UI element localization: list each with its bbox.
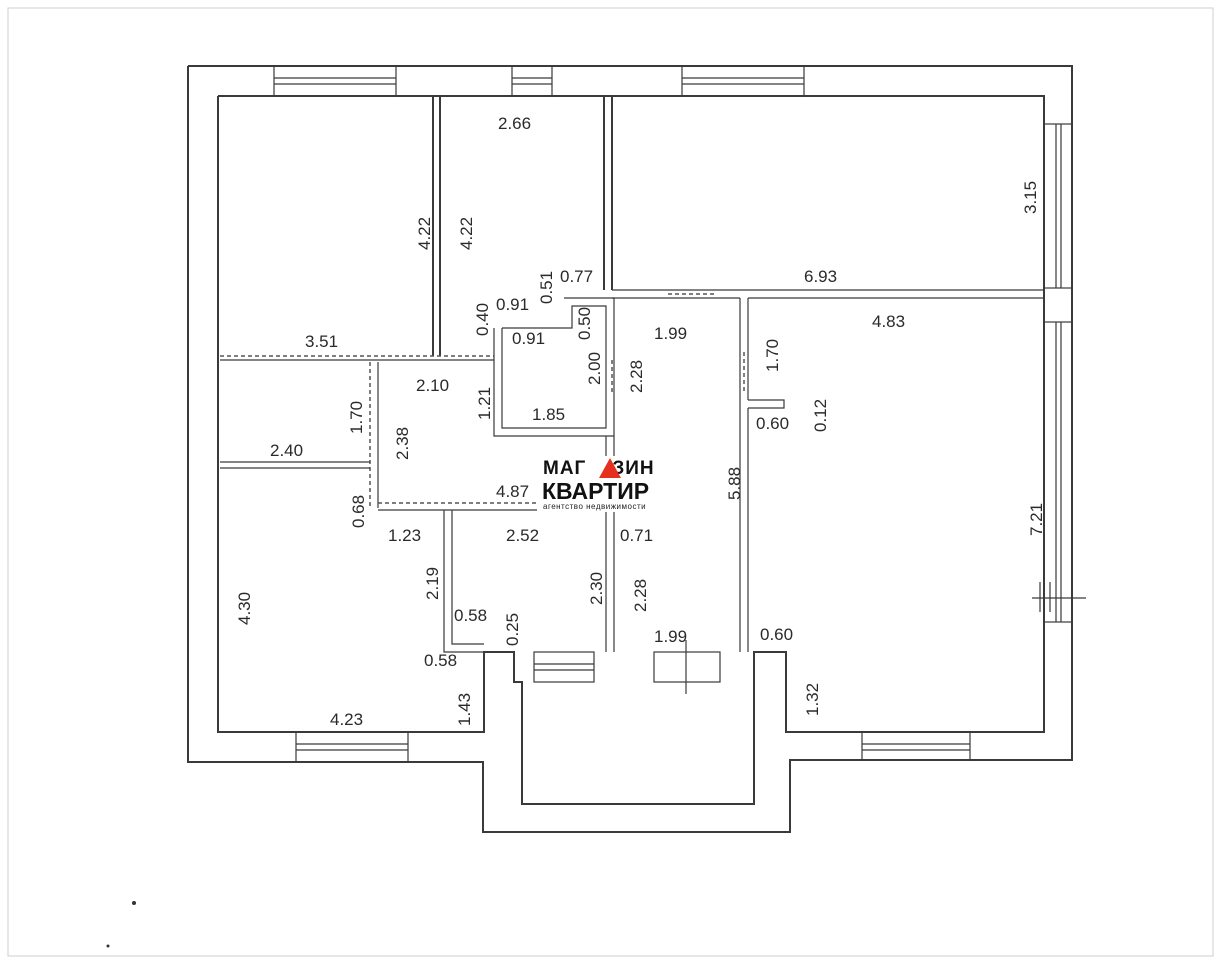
dim-label: 0.51 <box>537 271 556 304</box>
dim-label: 0.71 <box>620 526 653 545</box>
exterior-walls <box>187 65 1073 833</box>
interior-walls <box>220 96 1044 653</box>
dim-label: 0.60 <box>756 414 789 433</box>
dim-label: 1.23 <box>388 526 421 545</box>
dim-label: 3.51 <box>305 332 338 351</box>
dim-label: 1.43 <box>455 693 474 726</box>
dim-label: 0.91 <box>496 295 529 314</box>
dim-label: 2.28 <box>631 579 650 612</box>
dim-label: 3.15 <box>1021 181 1040 214</box>
dim-label: 2.10 <box>416 376 449 395</box>
dim-label: 2.52 <box>506 526 539 545</box>
dim-label: 4.83 <box>872 312 905 331</box>
dim-label: 0.50 <box>575 307 594 340</box>
dimension-labels: 2.66 4.22 4.22 3.15 0.51 0.77 6.93 0.91 … <box>235 114 1046 729</box>
dim-label: 4.22 <box>457 217 476 250</box>
dim-label: 0.77 <box>560 267 593 286</box>
dim-label: 4.87 <box>496 482 529 501</box>
dim-label: 4.22 <box>415 217 434 250</box>
dim-label: 0.60 <box>760 625 793 644</box>
dim-label: 2.38 <box>393 427 412 460</box>
dim-label: 1.21 <box>475 387 494 420</box>
dim-label: 1.32 <box>803 683 822 716</box>
dim-label: 2.30 <box>587 572 606 605</box>
dim-label: 1.99 <box>654 324 687 343</box>
dim-label: 0.91 <box>512 329 545 348</box>
dim-label: 7.21 <box>1027 503 1046 536</box>
logo-text-main: КВАРТИР <box>542 478 650 504</box>
dim-label: 0.58 <box>454 606 487 625</box>
dim-label: 1.70 <box>347 401 366 434</box>
dim-label: 2.28 <box>627 360 646 393</box>
triangle-icon <box>599 458 621 478</box>
dim-label: 0.25 <box>503 613 522 646</box>
dim-label: 1.70 <box>763 339 782 372</box>
dim-label: 4.30 <box>235 592 254 625</box>
dim-label: 0.12 <box>811 399 830 432</box>
dim-label: 2.00 <box>585 352 604 385</box>
logo-tagline: агентство недвижимости <box>543 502 647 511</box>
sheet-border <box>7 7 1214 957</box>
dim-label: 6.93 <box>804 267 837 286</box>
windows <box>273 65 1086 763</box>
dim-label: 4.23 <box>330 710 363 729</box>
dim-label: 1.85 <box>532 405 565 424</box>
dim-label: 1.99 <box>654 627 687 646</box>
dim-label: 2.40 <box>270 441 303 460</box>
dim-label: 0.58 <box>424 651 457 670</box>
dim-label: 2.19 <box>423 567 442 600</box>
dim-label: 0.68 <box>349 495 368 528</box>
dim-label: 5.88 <box>725 467 744 500</box>
dim-label: 2.66 <box>498 114 531 133</box>
dim-label: 0.40 <box>473 303 492 336</box>
